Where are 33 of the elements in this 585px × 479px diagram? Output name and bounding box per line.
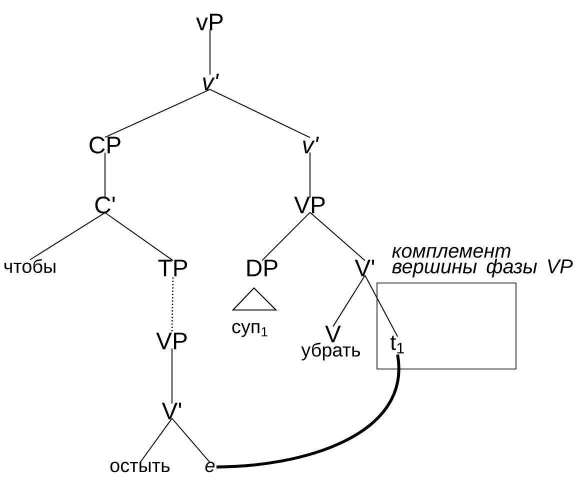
tree-line — [171, 277, 174, 332]
category-label: V — [325, 326, 341, 342]
category-label: vP — [196, 14, 223, 30]
category-label: V' — [162, 402, 182, 420]
word-label: остыть — [110, 462, 170, 472]
word-label: чтобы — [4, 258, 56, 274]
category-label: v' — [303, 136, 319, 154]
category-label: C' — [95, 196, 115, 214]
category-label: TP — [158, 260, 188, 276]
tree-line — [140, 418, 172, 464]
box-heading: комплемент вершины фазы VP — [392, 246, 573, 278]
category-label: VP — [294, 196, 325, 214]
category-label: VP — [156, 332, 187, 350]
tree-line — [104, 212, 174, 262]
trace-label: t$_{1}$ — [390, 336, 404, 354]
tree-line — [332, 274, 366, 328]
category-label: CP — [90, 136, 120, 154]
tree-line — [104, 88, 210, 138]
tree-line — [310, 212, 366, 262]
tree-line — [172, 418, 210, 464]
tree-line — [210, 88, 310, 138]
tree-line — [262, 212, 310, 262]
tree-line — [104, 152, 106, 198]
tree-line — [364, 274, 398, 338]
category-label: DP — [247, 260, 278, 276]
word-label: убрать — [301, 342, 360, 360]
word-label: e — [205, 462, 215, 472]
word-label: суп$_{1}$ — [232, 322, 268, 338]
category-label: V' — [354, 260, 374, 276]
tree-line — [216, 354, 400, 468]
category-label: v' — [203, 74, 219, 90]
tree-line — [30, 212, 106, 260]
complement-box — [376, 246, 573, 370]
